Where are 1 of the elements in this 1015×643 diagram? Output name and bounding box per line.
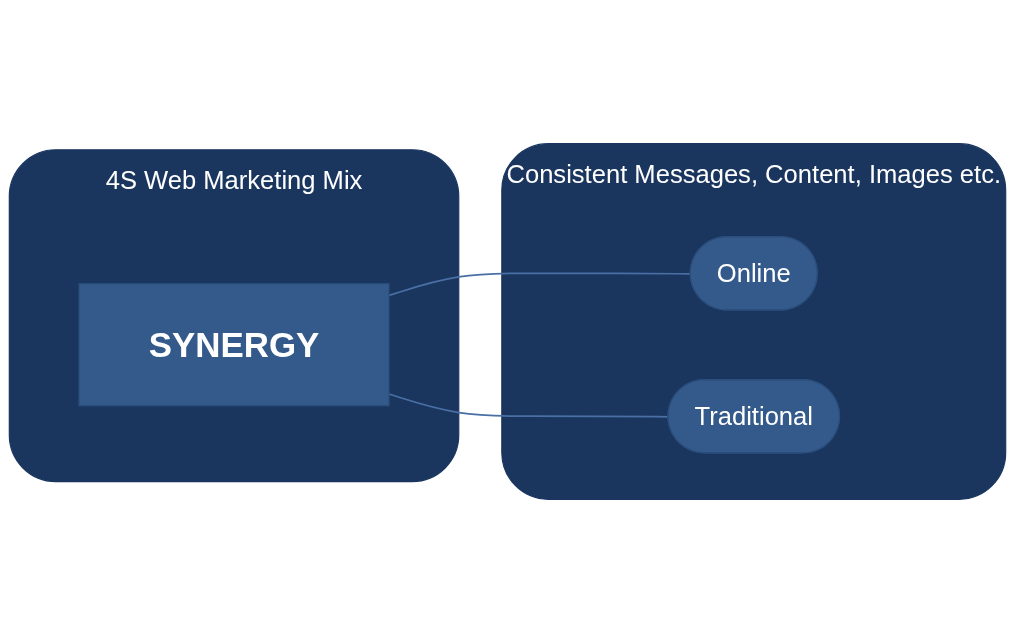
node-box: SYNERGY bbox=[78, 283, 390, 407]
